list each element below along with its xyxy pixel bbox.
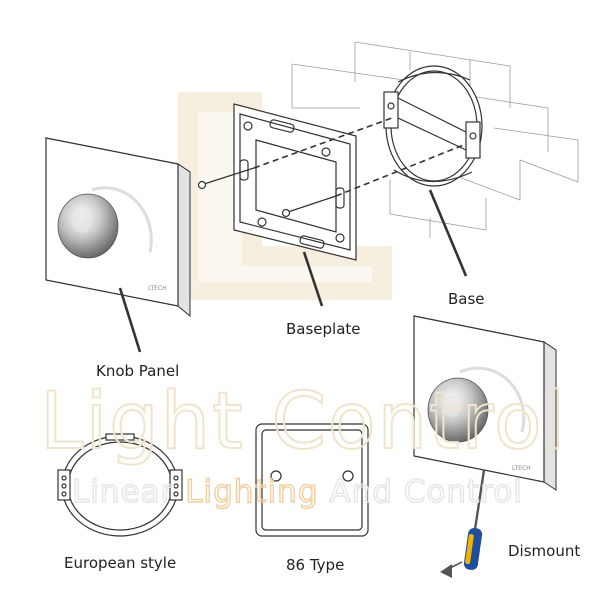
label-baseplate: Baseplate: [286, 320, 361, 338]
type-86-box: [255, 423, 369, 537]
dismount-brand-text: LTECH: [512, 465, 531, 472]
label-knob-panel: Knob Panel: [96, 362, 179, 380]
watermark-line1: Light Control: [40, 377, 567, 467]
watermark-part-3: And Control: [319, 474, 523, 510]
watermark-line2: Linear Lighting And Control: [72, 474, 523, 510]
panel-brand-text: LTECH: [148, 285, 167, 292]
watermark-part-1: Linear: [72, 474, 185, 510]
label-base: Base: [448, 290, 485, 308]
base-box: [383, 65, 483, 277]
baseplate: [233, 103, 357, 307]
label-dismount: Dismount: [508, 542, 580, 560]
screws: [197, 117, 467, 218]
label-86-type: 86 Type: [286, 556, 344, 574]
dismount-panel: LTECH: [413, 315, 557, 491]
label-european-style: European style: [64, 554, 176, 572]
wall: [291, 41, 579, 238]
watermark-text: Light Control Linear Lighting And Contro…: [39, 376, 567, 511]
screwdriver-icon: [440, 469, 486, 578]
knob-panel: LTECH: [45, 137, 191, 353]
watermark-part-2: Lighting: [185, 474, 318, 510]
european-style-box: [57, 433, 183, 537]
